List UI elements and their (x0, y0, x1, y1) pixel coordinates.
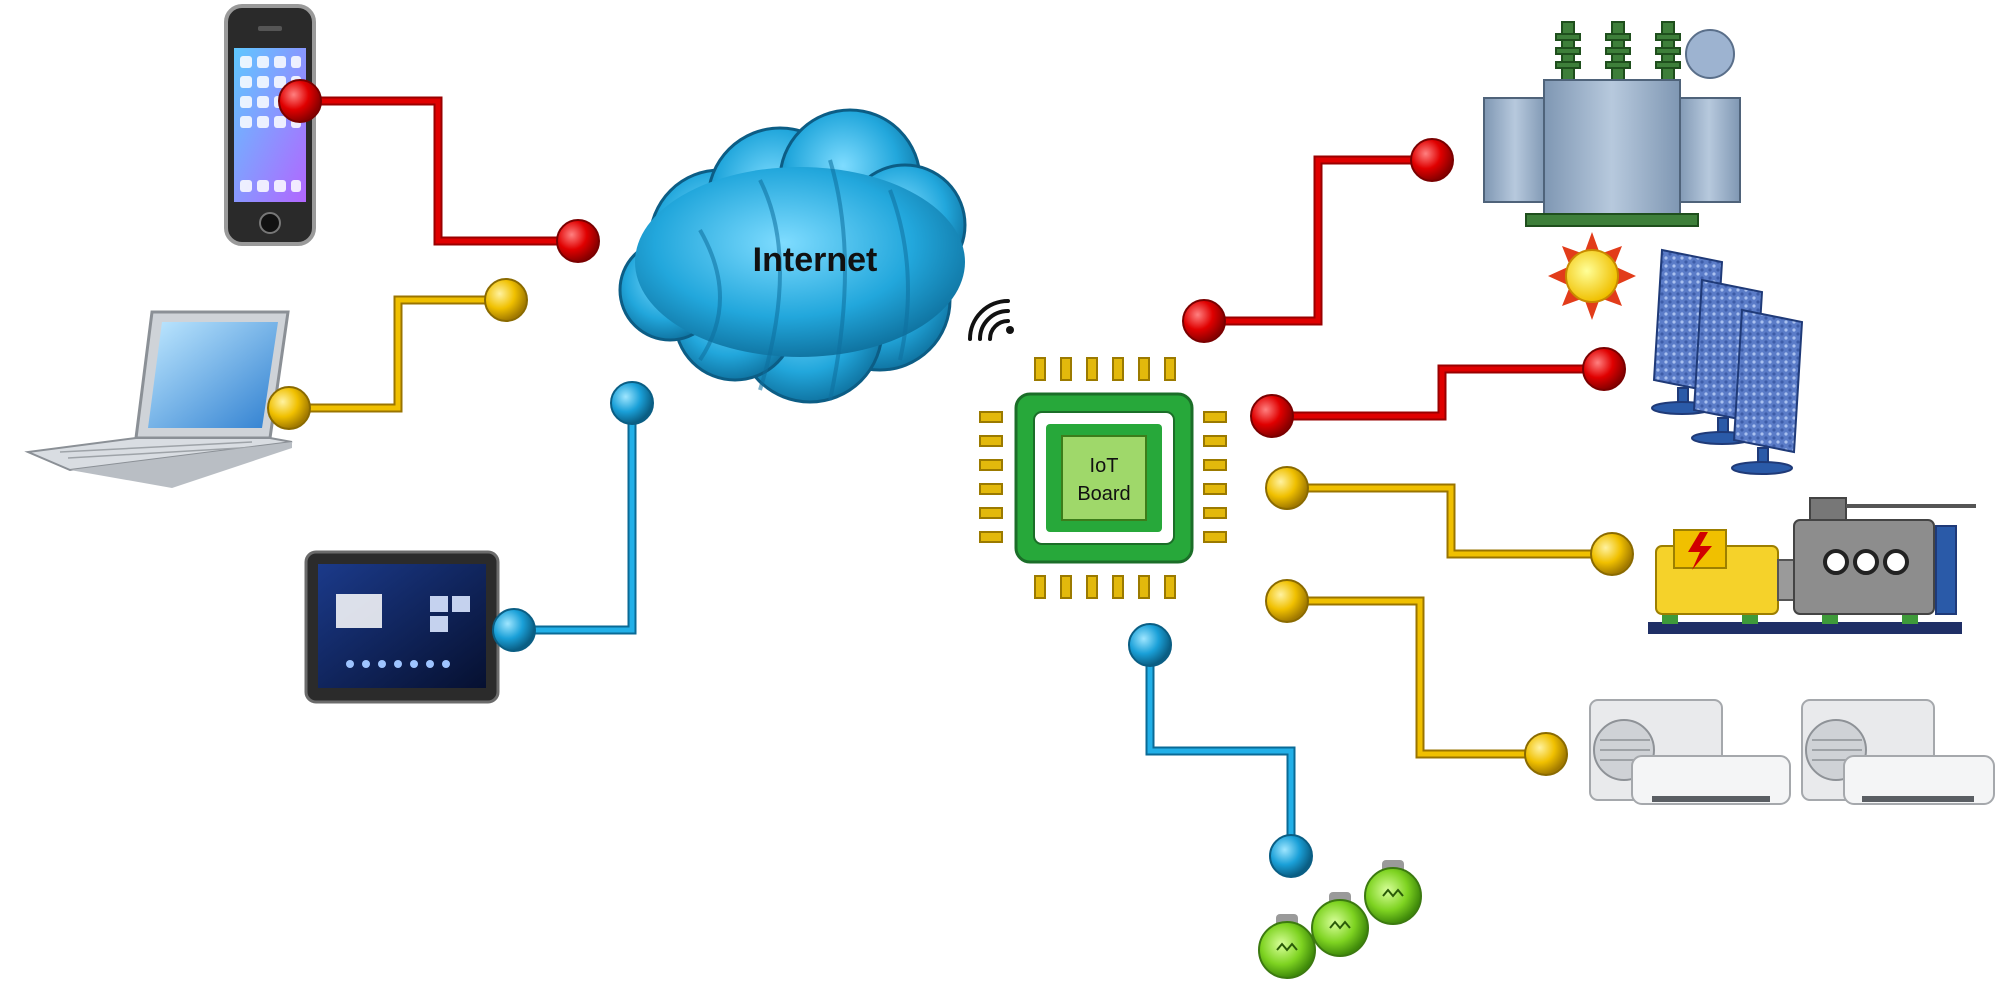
smartphone-node (278, 79, 322, 123)
chip-label-line2: Board (1077, 483, 1130, 505)
light-bulb-icon (1258, 860, 1422, 979)
solar-node (1582, 347, 1626, 391)
laptop-cloud-node (484, 278, 528, 322)
generator-link (1287, 483, 1612, 559)
solar-link (1272, 364, 1604, 421)
tablet-node (492, 608, 536, 652)
tablet-icon (304, 550, 500, 704)
transformer-node (1410, 138, 1454, 182)
chip-bulb-node (1128, 623, 1172, 667)
chip-label-line1: IoT (1090, 455, 1119, 477)
smartphone-icon (224, 4, 316, 246)
bulb-link (1145, 645, 1296, 856)
transformer-icon (1483, 21, 1741, 227)
laptop-icon (24, 310, 293, 488)
bulb-node (1269, 834, 1313, 878)
smartphone-cloud-node (556, 219, 600, 263)
wifi-icon (968, 299, 1014, 341)
transformer-link (1204, 155, 1432, 326)
laptop-link (289, 295, 506, 413)
solar-panel-icon (1651, 248, 1804, 475)
tablet-link (514, 403, 637, 635)
sun-icon (1548, 232, 1636, 320)
air-conditioner-icon (1589, 699, 1995, 805)
chip-transformer-node (1182, 299, 1226, 343)
chip-solar-node (1250, 394, 1294, 438)
ac-link (1287, 596, 1546, 759)
generator-icon (1648, 497, 1976, 634)
chip-ac-node (1265, 579, 1309, 623)
smartphone-link (300, 96, 578, 246)
laptop-node (267, 386, 311, 430)
chip-generator-node (1265, 466, 1309, 510)
generator-node (1590, 532, 1634, 576)
ac-node (1524, 732, 1568, 776)
cloud-label: Internet (753, 241, 878, 279)
tablet-cloud-node (610, 381, 654, 425)
cloud-icon: Internet (618, 108, 967, 404)
chip-icon: IoT Board (979, 357, 1227, 599)
